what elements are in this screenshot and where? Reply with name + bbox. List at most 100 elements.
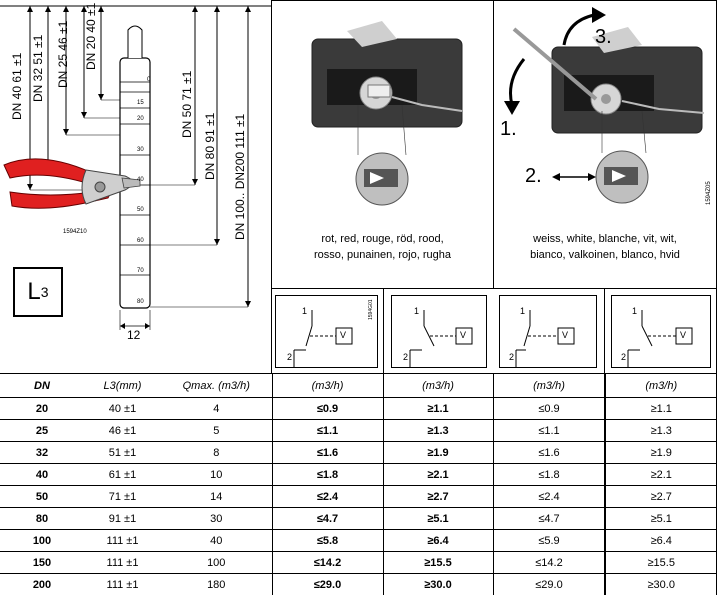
table-cell: ≤14.2 (271, 551, 383, 574)
table-cell: ≤1.6 (271, 441, 383, 464)
table-cell: ≥6.4 (382, 529, 493, 552)
white-wire-photo (494, 1, 716, 221)
table-cell: ≤5.9 (492, 529, 605, 552)
table-cell: ≤14.2 (492, 551, 605, 574)
col-header-dn: DN (0, 373, 84, 398)
scale-tick: 80 (137, 299, 144, 305)
dn40-label: DN 40 61 ±1 (10, 52, 24, 120)
red-wire-photo (272, 1, 493, 221)
l3-main: L (27, 278, 41, 305)
col-header-white-off: (m3/h) (492, 373, 605, 398)
table-cell: 51 ±1 (84, 441, 161, 464)
dn25-label: DN 25 46 ±1 (56, 20, 70, 88)
table-cell: 111 ±1 (84, 551, 161, 574)
table-cell: 100 (0, 529, 84, 552)
immersion-depth-diagram (0, 5, 271, 330)
table-cell: ≥2.7 (382, 485, 493, 508)
switch-4-terminal-2: 2 (621, 352, 627, 362)
switch-2-terminal-2: 2 (403, 352, 409, 362)
table-cell: ≤2.4 (271, 485, 383, 508)
table-cell: 8 (161, 441, 272, 464)
switch-4-terminal-1: 1 (632, 306, 638, 316)
col-header-red-off: (m3/h) (271, 373, 383, 398)
switch-figure-code: 1594G01 (368, 299, 374, 320)
table-cell: ≥2.7 (604, 485, 717, 508)
table-cell: 61 ±1 (84, 463, 161, 486)
table-cell: ≥6.4 (604, 529, 717, 552)
table-cell: 25 (0, 419, 84, 442)
red-caption-line1: rot, red, rouge, röd, rood, (321, 233, 444, 245)
table-cell: 4 (161, 397, 272, 420)
scale-tick: 30 (137, 147, 144, 153)
table-cell: ≤1.8 (492, 463, 605, 486)
table-cell: ≥2.1 (604, 463, 717, 486)
scale-tick: 15 (137, 100, 144, 106)
switch-diagram-3: 1 2 V (499, 295, 597, 368)
switch-1-terminal-2: 2 (287, 352, 293, 362)
red-caption-line2: rosso, punainen, rojo, rugha (314, 249, 451, 261)
divider-mid (493, 0, 494, 288)
table-cell: 46 ±1 (84, 419, 161, 442)
red-wire-caption: rot, red, rouge, röd, rood, rosso, punai… (272, 231, 493, 263)
table-cell: ≤2.4 (492, 485, 605, 508)
switch-diagram-4: 1 2 V (611, 295, 711, 368)
table-cell: 50 (0, 485, 84, 508)
table-cell: ≤0.9 (492, 397, 605, 420)
table-cell: ≤1.1 (271, 419, 383, 442)
dn80-label: DN 80 91 ±1 (203, 112, 217, 180)
table-cell: 40 (161, 529, 272, 552)
table-cell: ≤29.0 (492, 573, 605, 595)
table-cell: ≥1.1 (382, 397, 493, 420)
figure-code-left: 1594Z10 (63, 229, 87, 235)
switch-2-v: V (460, 330, 467, 340)
table-cell: 40 (0, 463, 84, 486)
table-cell: ≥5.1 (382, 507, 493, 530)
table-cell: ≤0.9 (271, 397, 383, 420)
top-border (271, 0, 717, 1)
scale-tick: 60 (137, 238, 144, 244)
table-cell: ≤1.6 (492, 441, 605, 464)
table-cell: ≤4.7 (492, 507, 605, 530)
table-cell: ≤29.0 (271, 573, 383, 595)
switch-3-terminal-2: 2 (509, 352, 515, 362)
switch-1-v: V (340, 330, 347, 340)
step-3-label: 3. (595, 26, 612, 48)
switch-diagram-2: 1 2 V (391, 295, 487, 368)
table-cell: ≤1.8 (271, 463, 383, 486)
white-caption-line1: weiss, white, blanche, vit, wit, (533, 233, 677, 245)
table-cell: 200 (0, 573, 84, 595)
table-cell: ≤4.7 (271, 507, 383, 530)
switch-diagram-1: 1 2 V 1594G01 (275, 295, 378, 368)
table-cell: 14 (161, 485, 272, 508)
table-cell: 10 (161, 463, 272, 486)
table-cell: 71 ±1 (84, 485, 161, 508)
table-cell: 150 (0, 551, 84, 574)
switch-1-terminal-1: 1 (302, 306, 308, 316)
switch-2-terminal-1: 1 (414, 306, 420, 316)
white-caption-line2: bianco, valkoinen, blanco, hvid (530, 249, 680, 261)
table-cell: ≥2.1 (382, 463, 493, 486)
table-cell: 20 (0, 397, 84, 420)
dn100-200-label: DN 100.. DN200 111 ±1 (233, 113, 247, 240)
table-cell: 30 (161, 507, 272, 530)
scale-tick: 40 (137, 177, 144, 183)
paddle-width-label: 12 (127, 328, 141, 342)
table-cell: ≥1.3 (382, 419, 493, 442)
table-cell: 32 (0, 441, 84, 464)
table-cell: 40 ±1 (84, 397, 161, 420)
col-header-qmax: Qmax. (m3/h) (161, 373, 272, 398)
table-cell: 5 (161, 419, 272, 442)
l3-sub: 3 (40, 284, 49, 300)
table-header-row: DN L3(mm) Qmax. (m3/h) (m3/h) (m3/h) (m3… (0, 373, 717, 398)
table-cell: ≥30.0 (604, 573, 717, 595)
scale-tick: 50 (137, 207, 144, 213)
divider-switch-row (271, 288, 717, 289)
